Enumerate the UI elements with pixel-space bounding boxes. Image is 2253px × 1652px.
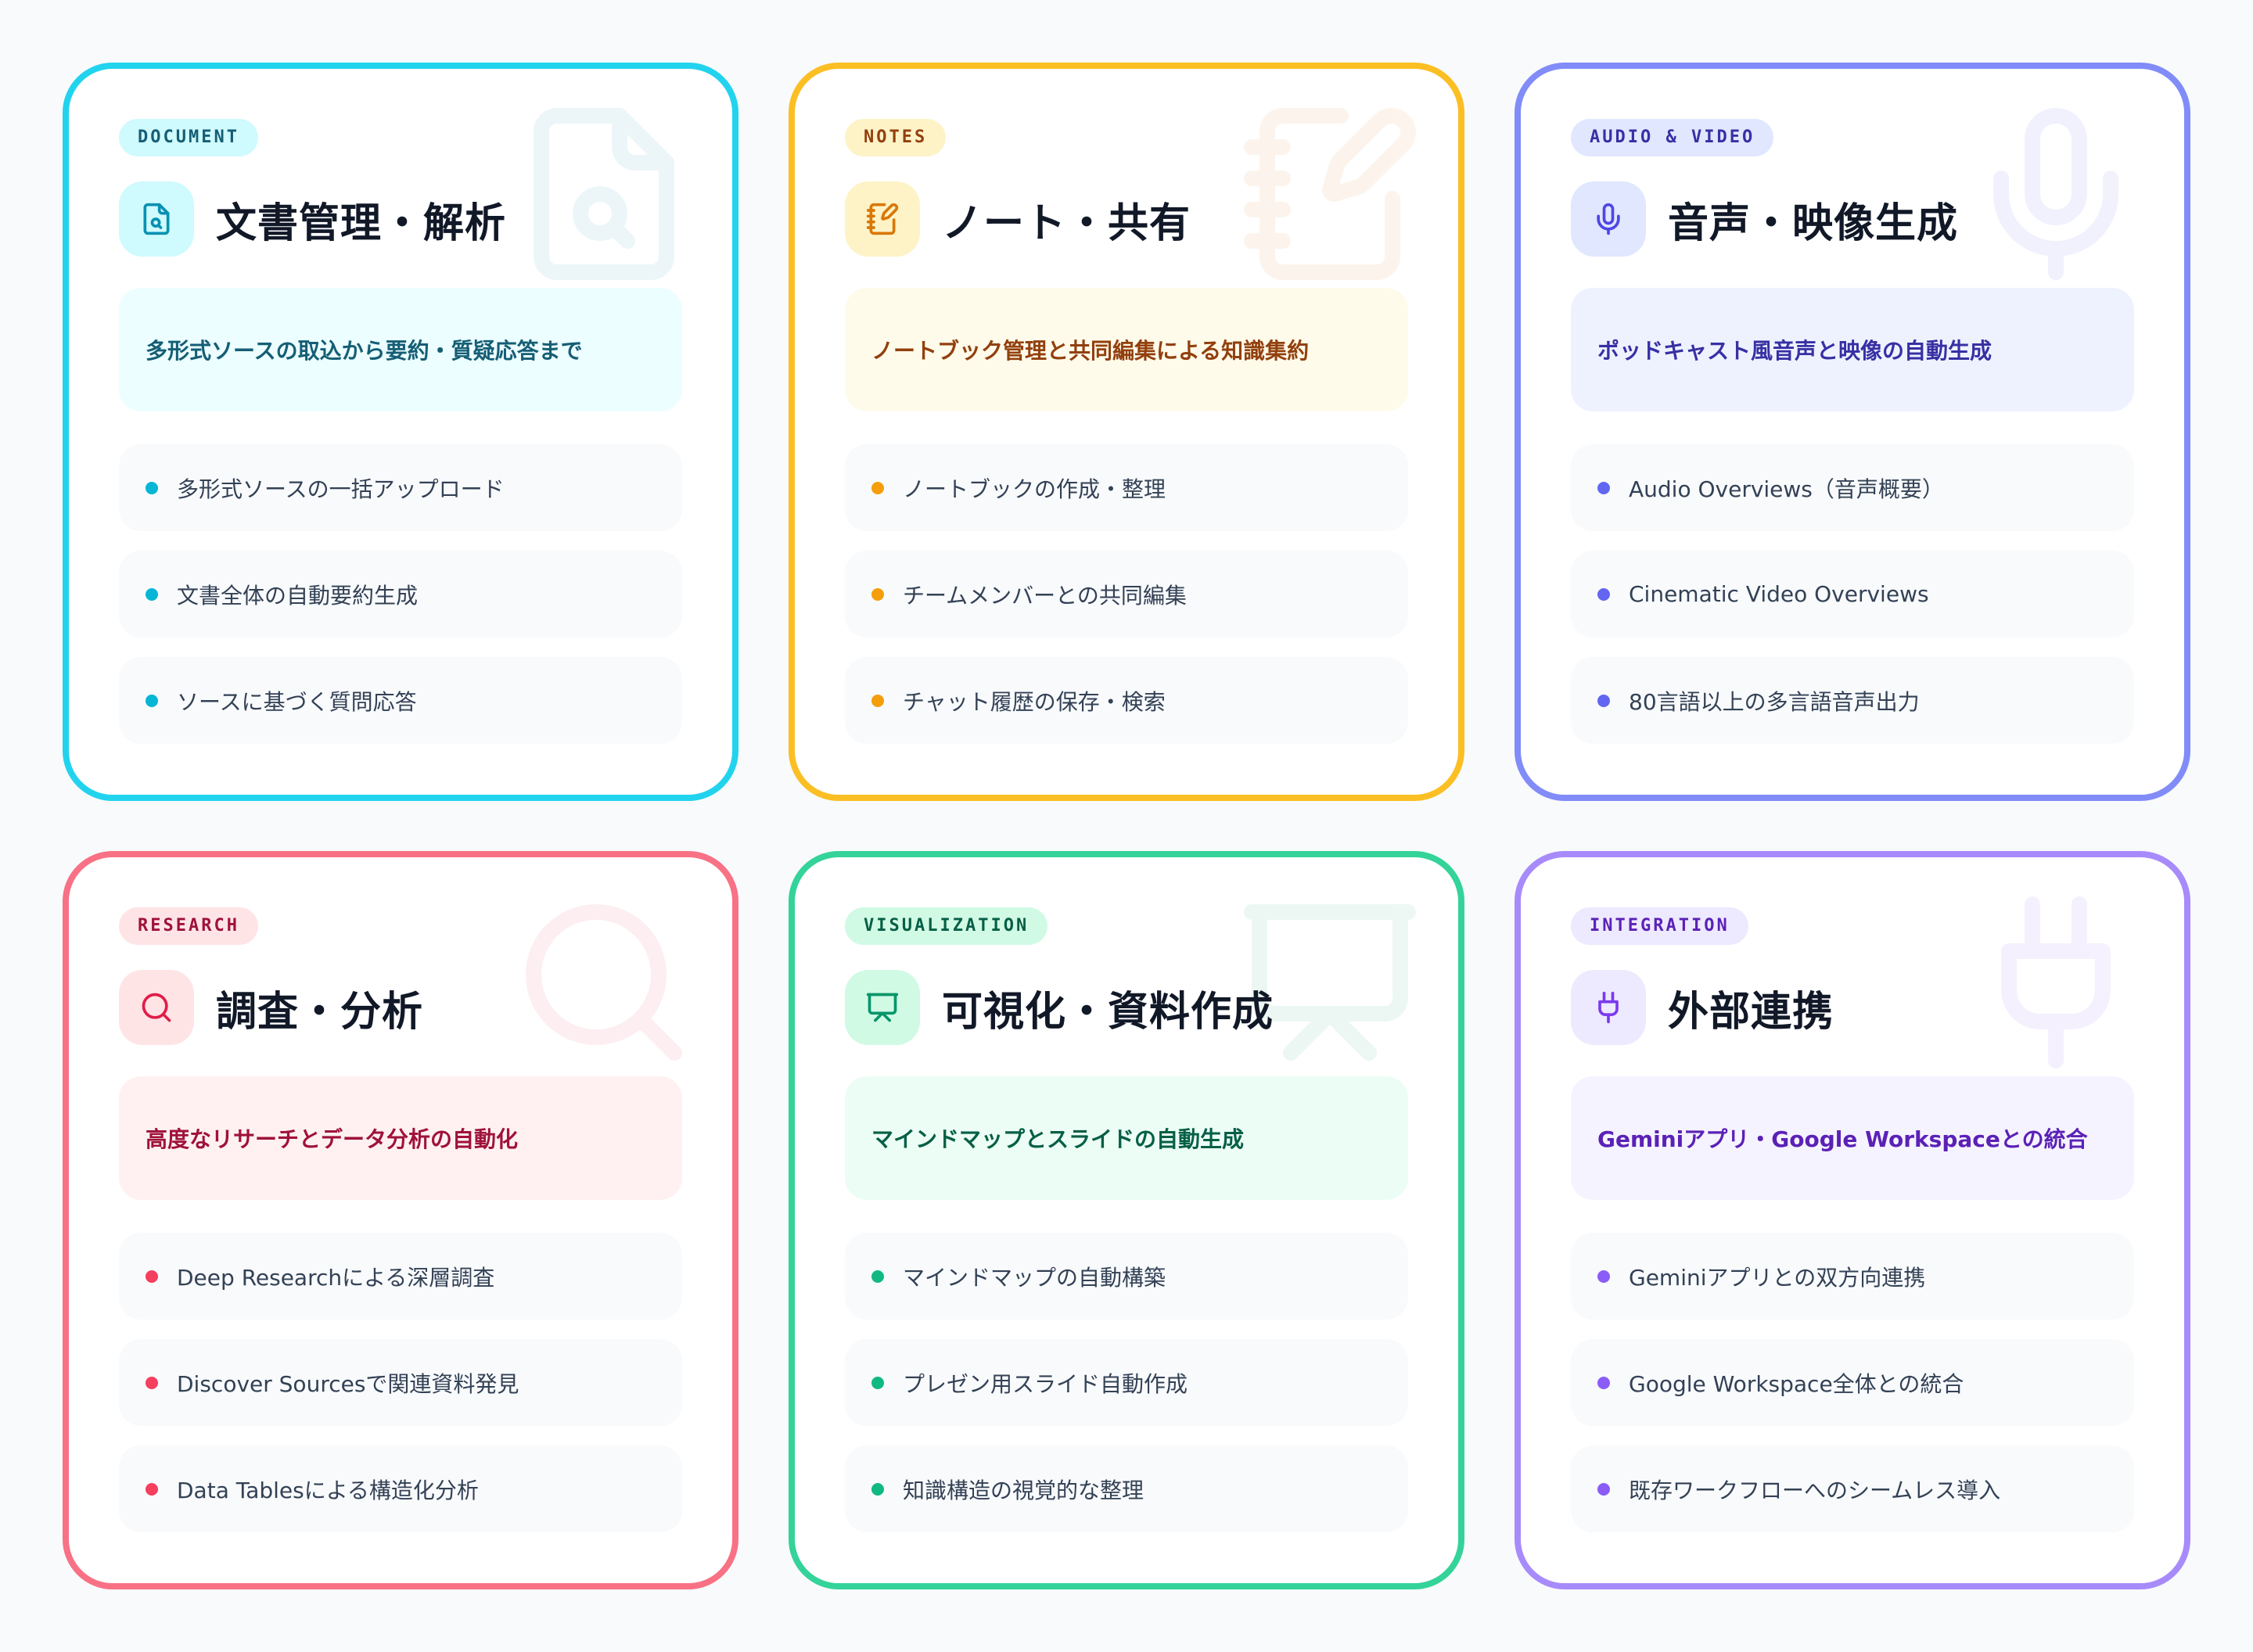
card-research: RESEARCH 調査・分析 高度なリサーチとデータ分析の自動化 Deep Re… <box>63 851 738 1589</box>
list-item: Google Workspace全体との統合 <box>1571 1339 2134 1426</box>
bullet-dot <box>146 1376 158 1389</box>
feature-text: 文書全体の自動要約生成 <box>177 582 419 609</box>
card-summary: 高度なリサーチとデータ分析の自動化 <box>119 1076 682 1200</box>
feature-text: 既存ワークフローへのシームレス導入 <box>1629 1477 2001 1503</box>
card-summary: ノートブック管理と共同編集による知識集約 <box>845 288 1408 411</box>
list-item: Audio Overviews（音声概要） <box>1571 444 2134 531</box>
bullet-dot <box>871 481 884 494</box>
list-item: 文書全体の自動要約生成 <box>119 551 682 637</box>
feature-text: ソースに基づく質問応答 <box>177 688 417 715</box>
list-item: 80言語以上の多言語音声出力 <box>1571 657 2134 744</box>
notebook-pen-icon <box>845 181 920 257</box>
bullet-dot <box>1597 587 1610 601</box>
bullet-dot <box>146 481 158 494</box>
bullet-dot <box>871 1376 884 1389</box>
card-title: ノート・共有 <box>942 199 1191 247</box>
feature-text: 知識構造の視覚的な整理 <box>903 1477 1144 1503</box>
feature-list: Geminiアプリとの双方向連携 Google Workspace全体との統合 … <box>1571 1233 2134 1532</box>
feature-text: Cinematic Video Overviews <box>1629 581 1929 607</box>
bullet-dot <box>871 587 884 601</box>
list-item: Deep Researchによる深層調査 <box>119 1233 682 1320</box>
feature-text: マインドマップの自動構築 <box>903 1264 1166 1291</box>
feature-text: Google Workspace全体との統合 <box>1629 1370 1964 1397</box>
bullet-dot <box>1597 481 1610 494</box>
card-summary: マインドマップとスライドの自動生成 <box>845 1076 1408 1200</box>
feature-text: Discover Sourcesで関連資料発見 <box>177 1370 519 1397</box>
card-title: 調査・分析 <box>216 988 424 1036</box>
list-item: Cinematic Video Overviews <box>1571 551 2134 637</box>
bullet-dot <box>871 694 884 707</box>
microphone-icon <box>1571 181 1646 257</box>
feature-list: マインドマップの自動構築 プレゼン用スライド自動作成 知識構造の視覚的な整理 <box>845 1233 1408 1532</box>
list-item: 多形式ソースの一括アップロード <box>119 444 682 531</box>
card-title: 可視化・資料作成 <box>942 988 1274 1036</box>
list-item: ソースに基づく質問応答 <box>119 657 682 744</box>
list-item: Geminiアプリとの双方向連携 <box>1571 1233 2134 1320</box>
category-badge: INTEGRATION <box>1571 907 1748 945</box>
feature-list: Deep Researchによる深層調査 Discover Sourcesで関連… <box>119 1233 682 1532</box>
list-item: マインドマップの自動構築 <box>845 1233 1408 1320</box>
bullet-dot <box>146 587 158 601</box>
card-notes: NOTES ノート・共有 ノートブック管理と共同編集による知識集約 ノートブック… <box>789 63 1464 801</box>
feature-text: 80言語以上の多言語音声出力 <box>1629 688 1920 715</box>
feature-text: 多形式ソースの一括アップロード <box>177 476 505 502</box>
feature-text: Geminiアプリとの双方向連携 <box>1629 1264 1926 1291</box>
feature-grid: DOCUMENT 文書管理・解析 多形式ソースの取込から要約・質疑応答まで 多形… <box>63 63 2190 1589</box>
category-badge: AUDIO & VIDEO <box>1571 119 1774 156</box>
feature-text: チャット履歴の保存・検索 <box>903 688 1166 715</box>
card-audio-video: AUDIO & VIDEO 音声・映像生成 ポッドキャスト風音声と映像の自動生成… <box>1515 63 2190 801</box>
search-icon <box>119 970 194 1045</box>
bullet-dot <box>146 694 158 707</box>
category-badge: VISUALIZATION <box>845 907 1048 945</box>
feature-text: Data Tablesによる構造化分析 <box>177 1477 479 1503</box>
bullet-dot <box>1597 1270 1610 1283</box>
plug-icon <box>1571 970 1646 1045</box>
feature-text: Deep Researchによる深層調査 <box>177 1264 495 1291</box>
bullet-dot <box>871 1482 884 1496</box>
feature-list: ノートブックの作成・整理 チームメンバーとの共同編集 チャット履歴の保存・検索 <box>845 444 1408 744</box>
card-summary: ポッドキャスト風音声と映像の自動生成 <box>1571 288 2134 411</box>
feature-list: Audio Overviews（音声概要） Cinematic Video Ov… <box>1571 444 2134 744</box>
category-badge: DOCUMENT <box>119 119 258 156</box>
card-summary: 多形式ソースの取込から要約・質疑応答まで <box>119 288 682 411</box>
bullet-dot <box>871 1270 884 1283</box>
feature-text: ノートブックの作成・整理 <box>903 476 1166 502</box>
list-item: 既存ワークフローへのシームレス導入 <box>1571 1446 2134 1532</box>
feature-list: 多形式ソースの一括アップロード 文書全体の自動要約生成 ソースに基づく質問応答 <box>119 444 682 744</box>
card-title: 文書管理・解析 <box>216 199 507 247</box>
card-document: DOCUMENT 文書管理・解析 多形式ソースの取込から要約・質疑応答まで 多形… <box>63 63 738 801</box>
list-item: 知識構造の視覚的な整理 <box>845 1446 1408 1532</box>
bullet-dot <box>1597 1376 1610 1389</box>
list-item: Data Tablesによる構造化分析 <box>119 1446 682 1532</box>
card-integration: INTEGRATION 外部連携 Geminiアプリ・Google Worksp… <box>1515 851 2190 1589</box>
file-search-icon <box>119 181 194 257</box>
category-badge: RESEARCH <box>119 907 258 945</box>
list-item: チームメンバーとの共同編集 <box>845 551 1408 637</box>
card-title: 外部連携 <box>1668 988 1834 1036</box>
feature-text: Audio Overviews（音声概要） <box>1629 476 1944 502</box>
list-item: チャット履歴の保存・検索 <box>845 657 1408 744</box>
bullet-dot <box>146 1270 158 1283</box>
list-item: ノートブックの作成・整理 <box>845 444 1408 531</box>
feature-text: プレゼン用スライド自動作成 <box>903 1370 1188 1397</box>
presentation-icon <box>845 970 920 1045</box>
bullet-dot <box>1597 1482 1610 1496</box>
list-item: プレゼン用スライド自動作成 <box>845 1339 1408 1426</box>
bullet-dot <box>146 1482 158 1496</box>
card-title: 音声・映像生成 <box>1668 199 1959 247</box>
feature-text: チームメンバーとの共同編集 <box>903 582 1187 609</box>
list-item: Discover Sourcesで関連資料発見 <box>119 1339 682 1426</box>
card-visualization: VISUALIZATION 可視化・資料作成 マインドマップとスライドの自動生成… <box>789 851 1464 1589</box>
category-badge: NOTES <box>845 119 947 156</box>
card-summary: Geminiアプリ・Google Workspaceとの統合 <box>1571 1076 2134 1200</box>
bullet-dot <box>1597 694 1610 707</box>
